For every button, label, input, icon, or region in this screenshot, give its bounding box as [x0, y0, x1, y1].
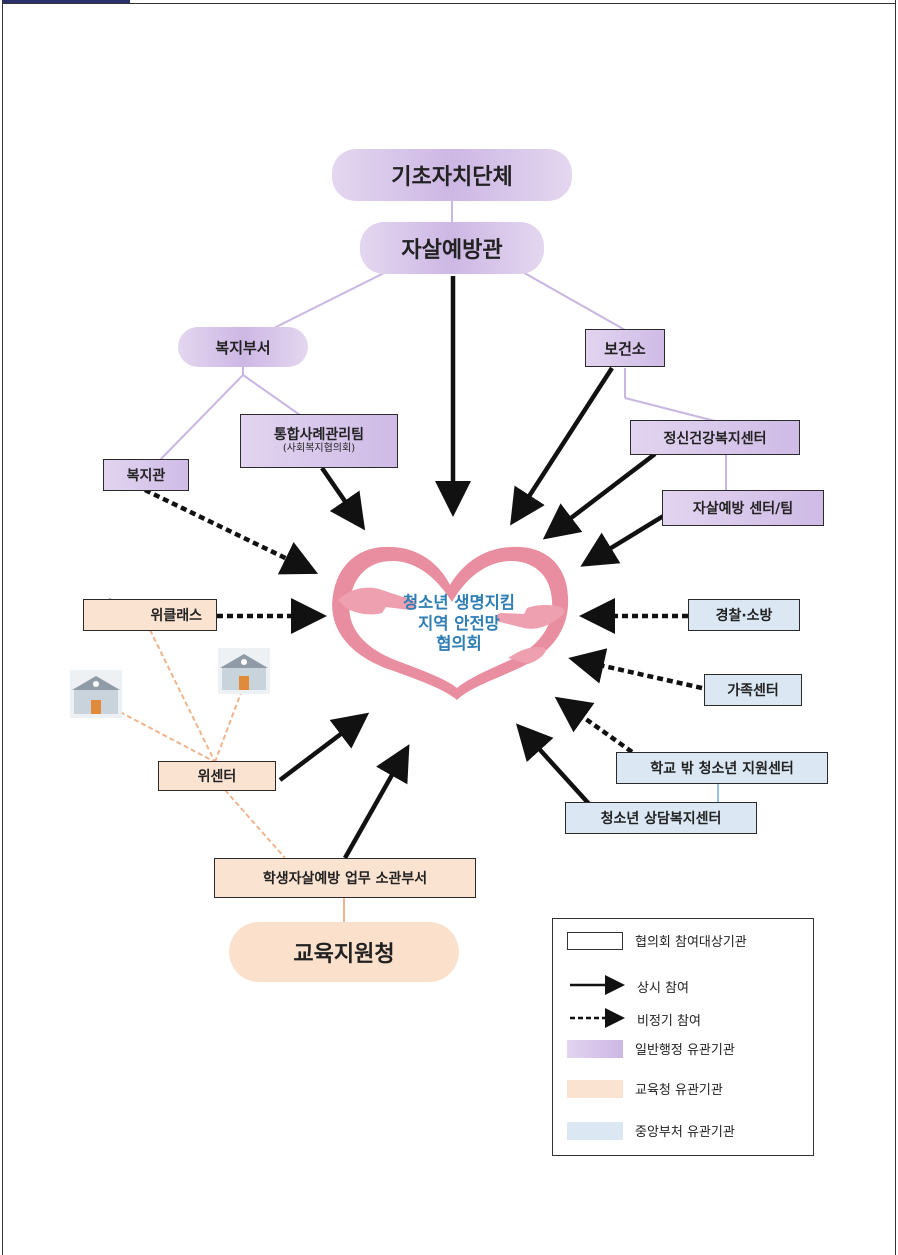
irregular-arrows	[144, 487, 703, 754]
council-title-line3: 협의회	[436, 634, 482, 654]
node-suicide-prevention-officer: 자살예방관	[360, 222, 544, 274]
legend-irregular-label: 비정기 참여	[637, 1014, 701, 1029]
node-suicide-prevention-center: 자살예방 센터/팀	[662, 490, 824, 526]
node-out-of-school-youth-center: 학교 밖 청소년 지원센터	[616, 752, 828, 784]
node-wee-class: 위클래스	[83, 599, 217, 631]
legend-irregular: 비정기 참여	[637, 1010, 701, 1029]
frame-top	[2, 3, 896, 4]
legend-general-admin: 일반행정 유관기관	[567, 1039, 735, 1058]
heart-emblem	[332, 546, 569, 700]
node-welfare-house: 복지관	[103, 459, 189, 491]
node-youth-counseling-center: 청소년 상담복지센터	[565, 802, 757, 834]
node-local-government: 기초자치단체	[332, 149, 572, 201]
council-title-line2: 지역 안전망	[418, 613, 500, 633]
legend-participant: 협의회 참여대상기관	[567, 931, 747, 950]
node-health-center: 보건소	[585, 329, 665, 367]
legend-swatch-outline	[567, 931, 623, 950]
legend-education: 교육청 유관기관	[567, 1079, 723, 1098]
legend-regular-label: 상시 참여	[637, 981, 689, 996]
legend-swatch-purple	[567, 1039, 623, 1058]
legend-regular: 상시 참여	[637, 977, 689, 996]
legend-glyphs	[570, 975, 625, 1028]
council-title: 청소년 생명지킴 지역 안전망 협의회	[344, 593, 574, 655]
case-team-label: 통합사례관리팀	[273, 427, 365, 444]
school-icon-2	[70, 670, 122, 718]
regular-arrows	[278, 276, 667, 860]
legend-participant-label: 협의회 참여대상기관	[635, 935, 747, 950]
node-wee-center: 위센터	[158, 761, 276, 791]
corner-tab	[2, 0, 130, 4]
node-case-management-team: 통합사례관리팀 (사회복지협의회)	[240, 414, 398, 468]
legend: 협의회 참여대상기관 상시 참여 비정기 참여 일반행정 유관기관 교육청 유관…	[552, 918, 814, 1156]
node-police-fire: 경찰·소방	[688, 599, 800, 631]
node-family-center: 가족센터	[704, 674, 802, 706]
node-welfare-department: 복지부서	[178, 327, 308, 367]
school-icon-3	[218, 648, 270, 694]
node-student-suicide-prevention-dept: 학생자살예방 업무 소관부서	[214, 858, 476, 898]
legend-education-label: 교육청 유관기관	[635, 1083, 723, 1098]
legend-swatch-orange	[567, 1079, 623, 1098]
wee-class-label: 위클래스	[150, 608, 202, 624]
case-team-sublabel: (사회복지협의회)	[282, 443, 356, 455]
legend-general-admin-label: 일반행정 유관기관	[635, 1043, 735, 1058]
orange-tree-lines	[119, 629, 286, 859]
frame-left	[2, 0, 3, 1255]
node-mental-health-center: 정신건강복지센터	[630, 420, 800, 455]
legend-swatch-blue	[567, 1121, 623, 1140]
council-title-line1: 청소년 생명지킴	[402, 593, 515, 612]
legend-central-label: 중앙부처 유관기관	[635, 1125, 735, 1140]
frame-right	[895, 0, 896, 1255]
purple-tree-lines	[159, 200, 727, 490]
node-education-support-office: 교육지원청	[229, 922, 459, 982]
legend-central: 중앙부처 유관기관	[567, 1121, 735, 1140]
